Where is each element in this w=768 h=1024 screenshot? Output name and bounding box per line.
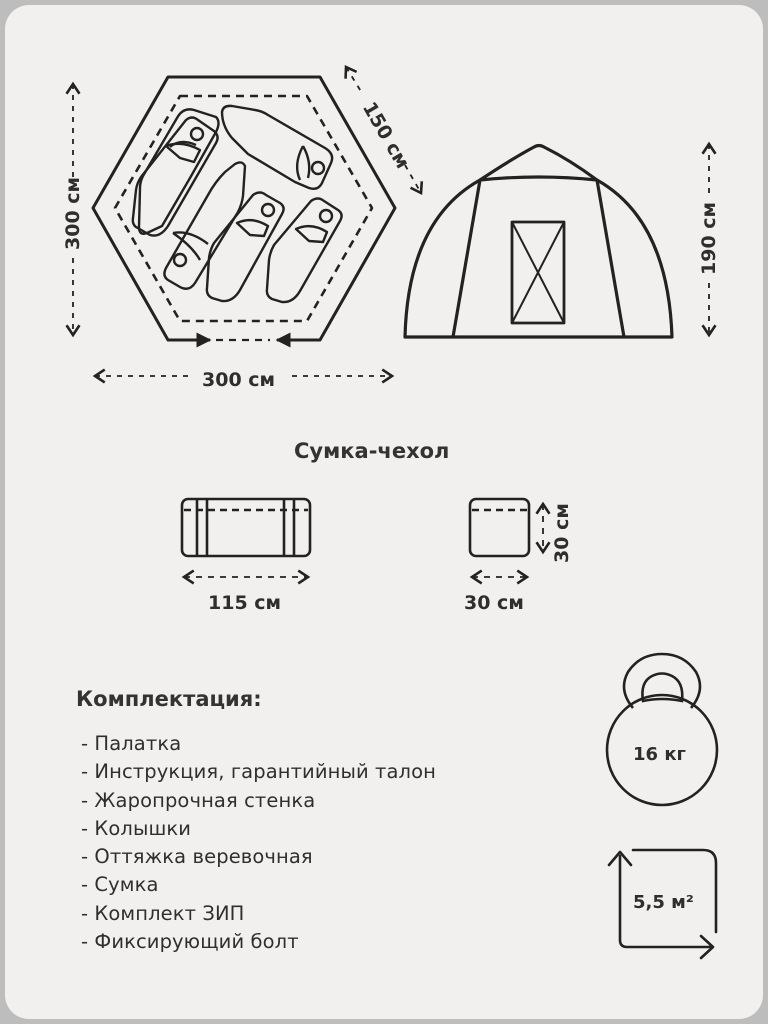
bag-length-label: 115 см xyxy=(208,592,282,614)
side-arrow-top xyxy=(344,65,363,94)
person-head xyxy=(318,208,334,224)
bag-side-view-icon xyxy=(180,497,312,558)
side-arrow-bottom xyxy=(404,164,424,196)
floor-depth-label: 300 см xyxy=(62,176,84,250)
tent-front-view-icon xyxy=(403,143,674,339)
list-item: - Фиксирующий болт xyxy=(81,930,299,954)
list-item: - Оттяжка веревочная xyxy=(81,845,313,869)
bag-height-label: 30 см xyxy=(551,503,573,563)
sleeping-bag-middle xyxy=(163,161,247,290)
list-item: - Колышки xyxy=(81,816,192,840)
bag-end-view-icon xyxy=(468,497,531,558)
bag-width-label: 30 см xyxy=(464,592,524,614)
person-head xyxy=(172,252,188,268)
floor-width-label: 300 см xyxy=(202,369,276,391)
spec-illustrations xyxy=(65,65,719,960)
list-item: - Комплект ЗИП xyxy=(81,901,245,925)
hexagon-tent-floor-plan-icon xyxy=(91,75,397,348)
person-head xyxy=(189,126,205,142)
person-head xyxy=(310,160,326,176)
list-item: - Палатка xyxy=(81,732,182,755)
area-square-arrows-icon xyxy=(607,848,718,960)
door-icon xyxy=(510,220,566,325)
product-spec-card: 300 см 300 см 150 см 190 см Сумка-чехол … xyxy=(5,5,763,1019)
list-item: - Жаропрочная стенка xyxy=(81,788,316,812)
area-label: 5,5 м² xyxy=(633,892,694,913)
sleeping-bag-top xyxy=(220,104,334,191)
package-list: - Палатка - Инструкция, гарантийный тало… xyxy=(81,730,436,956)
weight-label: 16 кг xyxy=(633,744,686,765)
sleeping-bag-1 xyxy=(137,108,220,235)
list-item: - Сумка xyxy=(81,873,159,897)
person-head xyxy=(260,202,276,218)
sleeping-bag-right xyxy=(265,197,343,304)
package-title: Комплектация: xyxy=(76,687,262,711)
sleeping-bag-center xyxy=(205,191,285,303)
list-item: - Инструкция, гарантийный талон xyxy=(81,760,436,784)
tent-height-label: 190 см xyxy=(698,201,720,275)
sleeping-bag-upper-left xyxy=(131,116,219,237)
kettlebell-icon xyxy=(605,652,719,807)
bag-title: Сумка-чехол xyxy=(294,439,450,463)
